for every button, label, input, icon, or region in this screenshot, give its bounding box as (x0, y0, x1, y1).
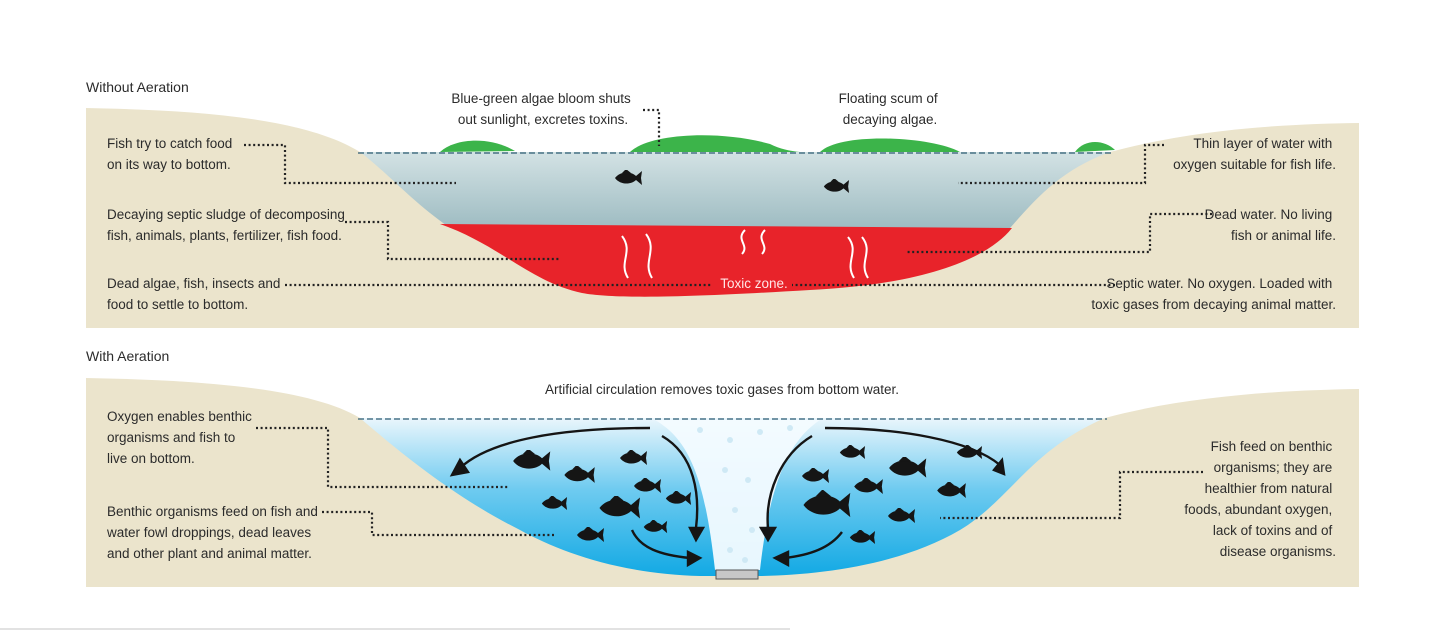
gas-wisp-icon (760, 229, 766, 255)
leader-line (905, 212, 1212, 254)
gas-wisp-icon (740, 229, 746, 255)
sky-area-top (86, 100, 1359, 152)
circulation-arrow-icon (686, 550, 703, 568)
toxic-zone (440, 224, 1012, 297)
circulation-arrows (449, 426, 1006, 568)
with-aeration-section: With Aeration (86, 348, 1359, 587)
gas-wisp-icon (861, 236, 869, 279)
gas-wisp-icon (621, 235, 629, 279)
callout-fish-feed: Fish feed on benthic organisms; they are… (1184, 439, 1336, 559)
gas-wisp-icon (645, 233, 653, 279)
callout-dead-water: Dead water. No living fish or animal lif… (1205, 207, 1336, 243)
leader-line (940, 470, 1203, 520)
leader-line (958, 143, 1164, 185)
circulation-arrow-icon (772, 550, 790, 568)
circulation-arrow-icon (992, 457, 1006, 476)
circulation-arrow-icon (449, 457, 471, 477)
circulation-arrow-icon (630, 529, 691, 560)
circulation-arrow-icon (824, 426, 1001, 466)
leader-line (322, 510, 555, 537)
circulation-arrow-icon (766, 434, 813, 529)
circulation-arrow-icon (459, 426, 651, 469)
circulation-arrow-icon (688, 526, 706, 543)
with-aeration-title: With Aeration (86, 348, 169, 364)
diffuser-icon (715, 569, 759, 580)
leader-line (345, 220, 560, 261)
surface-water-layer (360, 152, 1110, 228)
circulation-arrow-icon (661, 434, 699, 529)
pond-cross-section-with (86, 370, 1359, 587)
algae-bloom (1075, 142, 1115, 152)
circulation-arrow-icon (758, 526, 778, 543)
callout-thin-layer: Thin layer of water with oxygen suitable… (1173, 136, 1336, 172)
bubble-plume-icon (655, 420, 820, 570)
aeration-header-text: Artificial circulation removes toxic gas… (545, 382, 899, 397)
callout-floating-scum: Floating scum of decaying algae. (839, 91, 942, 127)
leader-line (256, 426, 508, 489)
sky-area-bottom (86, 370, 1359, 418)
callout-benthic-feed: Benthic organisms feed on fish and water… (106, 504, 322, 561)
algae-bloom (820, 138, 960, 152)
without-aeration-title: Without Aeration (86, 79, 189, 95)
leader-line (643, 108, 661, 146)
callout-oxygen-benthic: Oxygen enables benthic organisms and fis… (107, 409, 256, 466)
pond-cross-section-without (86, 100, 1359, 328)
callout-algae-bloom: Blue-green algae bloom shuts out sunligh… (451, 91, 634, 127)
callout-septic-water: Septic water. No oxygen. Loaded with tox… (1091, 276, 1336, 312)
leader-line (244, 143, 456, 185)
callout-septic-sludge: Decaying septic sludge of decomposing fi… (107, 207, 349, 243)
callout-fish-catch-food: Fish try to catch food on its way to bot… (107, 136, 236, 172)
algae-bloom (630, 135, 800, 152)
algae-bloom (440, 140, 515, 152)
toxic-zone-label: Toxic zone. (720, 276, 788, 291)
gas-wisp-icon (847, 236, 855, 279)
without-aeration-section: Without Aeration Toxic zone. Blue-green … (86, 79, 1359, 328)
callout-dead-algae: Dead algae, fish, insects and food to se… (107, 276, 284, 312)
circulation-arrow-icon (784, 531, 843, 560)
